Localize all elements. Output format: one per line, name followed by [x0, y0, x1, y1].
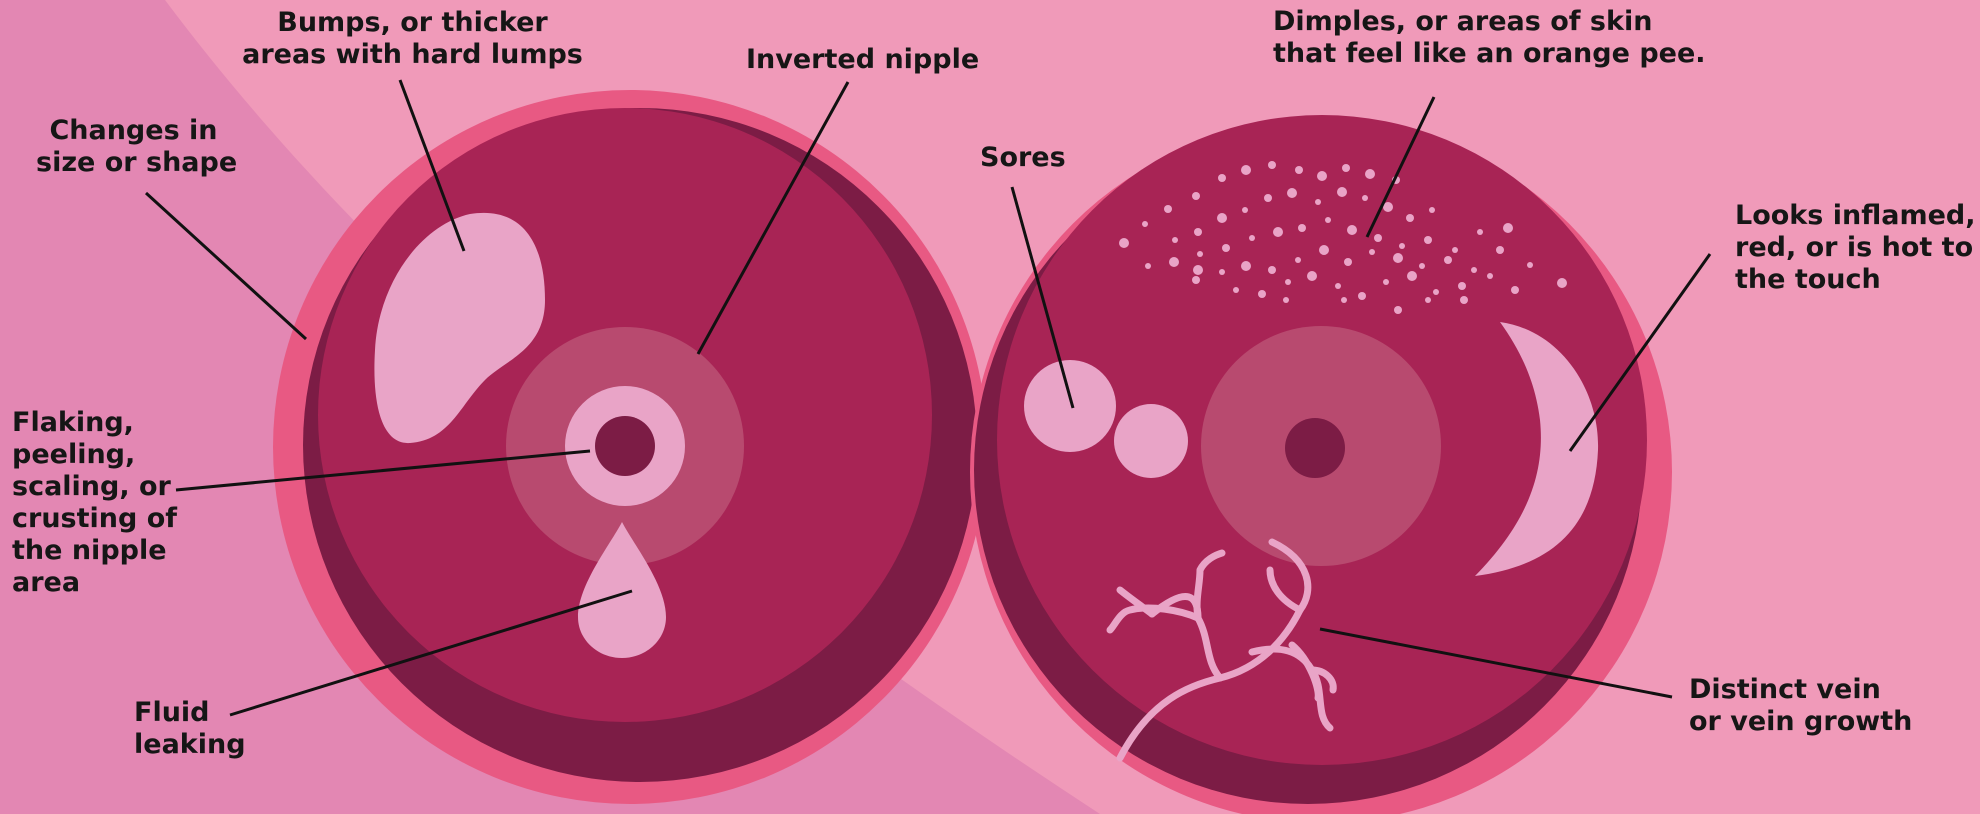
dimple-dot	[1496, 246, 1504, 254]
label-bumps-lumps: Bumps, or thicker areas with hard lumps	[240, 7, 585, 71]
dimple-dot	[1285, 279, 1291, 285]
dimple-dot	[1192, 276, 1200, 284]
sore-small	[1114, 404, 1188, 478]
dimple-dot	[1192, 192, 1200, 200]
dimple-dot	[1295, 257, 1301, 263]
dimple-dot	[1283, 297, 1289, 303]
dimple-dot	[1218, 174, 1226, 182]
dimple-dot	[1362, 195, 1368, 201]
dimple-dot	[1268, 266, 1276, 274]
dimple-dot	[1319, 245, 1329, 255]
label-flaking: Flaking, peeling, scaling, or crusting o…	[12, 407, 177, 599]
dimple-dot	[1169, 257, 1179, 267]
dimple-dot	[1217, 213, 1227, 223]
dimple-dot	[1511, 286, 1519, 294]
label-sores: Sores	[980, 142, 1066, 174]
dimple-dot	[1315, 199, 1321, 205]
dimple-dot	[1307, 271, 1317, 281]
dimple-dot	[1317, 171, 1327, 181]
dimple-dot	[1242, 207, 1248, 213]
dimple-dot	[1197, 251, 1203, 257]
dimple-dot	[1241, 261, 1251, 271]
right-nipple	[1285, 418, 1345, 478]
dimple-dot	[1452, 247, 1458, 253]
dimple-dot	[1419, 263, 1425, 269]
dimple-dot	[1471, 267, 1477, 273]
dimple-dot	[1219, 269, 1225, 275]
dimple-dot	[1145, 263, 1151, 269]
sore-large	[1024, 360, 1116, 452]
right-breast	[970, 115, 1672, 814]
dimple-dot	[1503, 223, 1513, 233]
dimple-dot	[1325, 217, 1331, 223]
dimple-dot	[1241, 165, 1251, 175]
dimple-dot	[1458, 282, 1466, 290]
dimple-dot	[1369, 249, 1375, 255]
dimple-dot	[1337, 187, 1347, 197]
dimple-dot	[1193, 265, 1203, 275]
label-changes-size-shape: Changes in size or shape	[36, 115, 231, 179]
dimple-dot	[1298, 224, 1306, 232]
dimple-dot	[1273, 227, 1283, 237]
label-dimples: Dimples, or areas of skin that feel like…	[1273, 6, 1706, 70]
dimple-dot	[1341, 297, 1347, 303]
left-nipple	[595, 416, 655, 476]
label-inflamed: Looks inflamed, red, or is hot to the to…	[1735, 200, 1975, 296]
dimple-dot	[1335, 283, 1341, 289]
dimple-dot	[1406, 214, 1414, 222]
dimple-dot	[1358, 292, 1366, 300]
dimple-dot	[1424, 236, 1432, 244]
dimple-dot	[1407, 271, 1417, 281]
dimple-dot	[1119, 238, 1129, 248]
dimple-dot	[1374, 234, 1382, 242]
dimple-dot	[1287, 188, 1297, 198]
dimple-dot	[1164, 205, 1172, 213]
dimple-dot	[1460, 296, 1468, 304]
dimple-dot	[1194, 228, 1202, 236]
dimple-dot	[1383, 279, 1389, 285]
label-vein: Distinct vein or vein growth	[1689, 674, 1912, 738]
dimple-dot	[1264, 194, 1272, 202]
dimple-dot	[1142, 221, 1148, 227]
dimple-dot	[1233, 287, 1239, 293]
left-breast	[273, 90, 987, 804]
dimple-dot	[1399, 243, 1405, 249]
dimple-dot	[1477, 229, 1483, 235]
dimple-dot	[1172, 237, 1178, 243]
dimple-dot	[1429, 207, 1435, 213]
dimple-dot	[1394, 306, 1402, 314]
label-inverted-nipple: Inverted nipple	[746, 44, 979, 76]
dimple-dot	[1342, 164, 1350, 172]
dimple-dot	[1258, 290, 1266, 298]
dimple-dot	[1365, 169, 1375, 179]
dimple-dot	[1527, 262, 1533, 268]
dimple-dot	[1487, 273, 1493, 279]
dimple-dot	[1295, 166, 1303, 174]
dimple-dot	[1222, 244, 1230, 252]
dimple-dot	[1393, 253, 1403, 263]
dimple-dot	[1249, 235, 1255, 241]
dimple-dot	[1433, 289, 1439, 295]
dimple-dot	[1425, 297, 1431, 303]
dimple-dot	[1444, 256, 1452, 264]
dimple-dot	[1557, 278, 1567, 288]
dimple-dot	[1268, 161, 1276, 169]
dimple-dot	[1344, 258, 1352, 266]
label-fluid-leaking: Fluid leaking	[134, 697, 246, 761]
dimple-dot	[1347, 225, 1357, 235]
